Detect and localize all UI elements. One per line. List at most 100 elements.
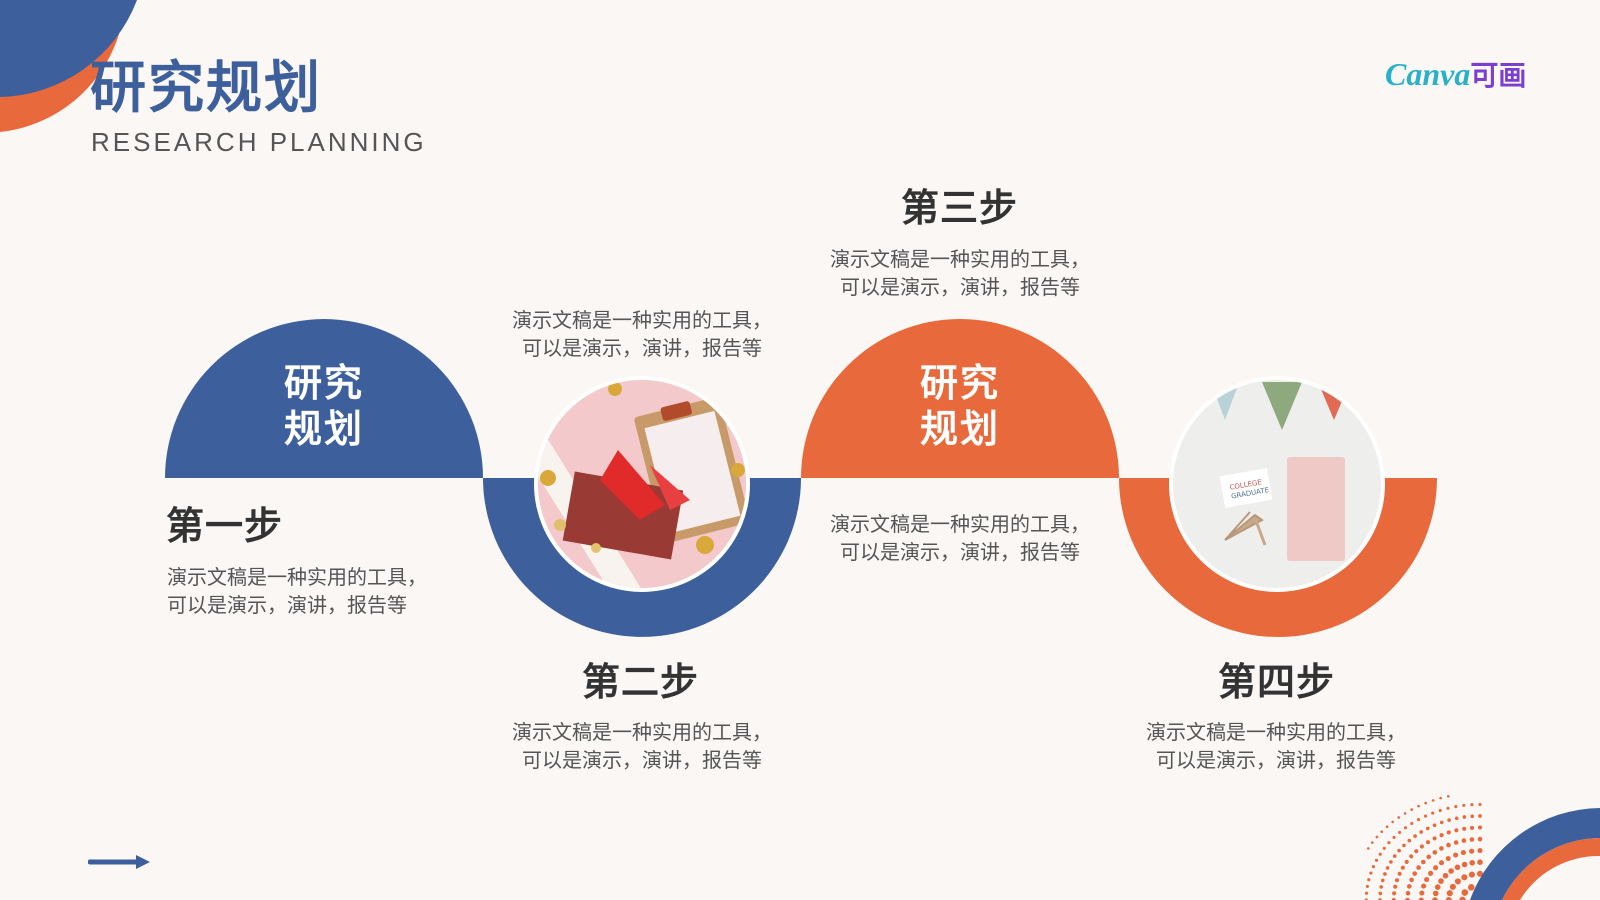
step-2-title: 第二步 (582, 660, 700, 704)
decor-dot (1453, 852, 1459, 858)
decor-dot (1439, 796, 1442, 800)
step-1-desc-line2: 可以是演示，演讲，报告等 (167, 593, 407, 617)
decor-dot (1385, 825, 1389, 829)
step-2-desc-line1: 演示文稿是一种实用的工具， (512, 720, 772, 744)
decor-dot (1365, 884, 1369, 888)
decor-dot (1431, 811, 1435, 815)
decor-dot (1374, 858, 1379, 862)
decor-dot (1382, 846, 1386, 850)
circle-label-2: 研究 规划 (880, 360, 1040, 452)
canva-logo: Canva可画 (1385, 54, 1526, 94)
decor-dot (1397, 848, 1401, 853)
decor-dot (1428, 870, 1434, 876)
decor-dot (1426, 854, 1432, 860)
decor-dot (1398, 830, 1402, 834)
decor-dot (1469, 848, 1475, 854)
circle-label-2-line1: 研究 (919, 361, 1000, 405)
decor-dot (1434, 884, 1441, 890)
step-1-title: 第一步 (166, 504, 284, 548)
decor-dot (1416, 818, 1421, 822)
step-3-desc: 演示文稿是一种实用的工具， 可以是演示，演讲，报告等 (810, 245, 1110, 301)
decor-dot (1378, 852, 1382, 856)
step-4-desc-line1: 演示文稿是一种实用的工具， (1146, 720, 1406, 744)
decor-dot (1389, 860, 1393, 864)
decor-dot (1380, 830, 1384, 834)
decor-dot (1369, 871, 1373, 875)
decor-dot (1407, 838, 1412, 843)
decor-dot (1432, 897, 1438, 900)
decor-dot (1477, 859, 1483, 865)
decor-dot (1454, 805, 1458, 809)
decor-dot (1417, 804, 1420, 808)
decor-dot (1402, 843, 1406, 848)
decor-dot (1406, 884, 1412, 889)
decor-dot (1445, 896, 1452, 900)
decor-dot (1446, 830, 1451, 835)
decor-dot (1461, 889, 1469, 896)
decor-dot (1391, 820, 1395, 824)
decor-dot (1400, 865, 1405, 870)
dot-pattern (1364, 794, 1484, 900)
diploma-clipboard-photo (538, 380, 746, 588)
step-2-desc: 演示文稿是一种实用的工具， 可以是演示，演讲，报告等 (492, 718, 792, 774)
decor-dot (1470, 803, 1474, 807)
circle-label-2-line2: 规划 (919, 407, 1000, 451)
decor-dot (1469, 860, 1475, 866)
decor-dot (1380, 878, 1385, 883)
logo-cjk: 可画 (1470, 59, 1527, 92)
decor-dot (1439, 820, 1444, 825)
orange-circle-desc: 演示文稿是一种实用的工具， 可以是演示，演讲，报告等 (810, 510, 1110, 566)
decor-dot (1432, 823, 1437, 828)
decor-dot (1392, 854, 1397, 858)
circle-label-1-line1: 研究 (283, 361, 364, 405)
decor-dot (1446, 890, 1453, 897)
decor-dot (1446, 842, 1451, 848)
decor-dot (1462, 815, 1467, 819)
half-circle-blue-top (165, 319, 483, 478)
decor-dot (1462, 826, 1467, 831)
decor-dot (1432, 836, 1437, 841)
decor-dot (1405, 890, 1411, 896)
decor-dot (1409, 854, 1414, 859)
arrow-right-icon[interactable] (88, 852, 152, 872)
decor-dot (1419, 830, 1424, 834)
decor-dot (1433, 865, 1439, 871)
step-3-title: 第三步 (901, 186, 1019, 230)
decor-dot (1449, 883, 1456, 890)
decor-dot (1421, 883, 1427, 889)
photo-1-desc: 演示文稿是一种实用的工具， 可以是演示，演讲，报告等 (492, 306, 792, 362)
decor-dot (1385, 866, 1390, 870)
step-4-desc: 演示文稿是一种实用的工具， 可以是演示，演讲，报告等 (1126, 718, 1426, 774)
decor-dot (1438, 808, 1442, 813)
decor-dot (1461, 838, 1467, 843)
step-1-desc: 演示文稿是一种实用的工具， 可以是演示，演讲，报告等 (167, 563, 427, 619)
decor-dot (1468, 871, 1475, 878)
decor-dot (1462, 803, 1466, 807)
decor-dot (1420, 859, 1426, 865)
step-3-desc-line2: 可以是演示，演讲，报告等 (840, 275, 1080, 299)
page-title: 研究规划 (90, 56, 322, 121)
decor-dot (1459, 896, 1466, 900)
step-3-desc-line1: 演示文稿是一种实用的工具， (830, 247, 1090, 271)
decor-dot (1439, 846, 1444, 851)
decor-dot (1438, 878, 1444, 884)
decor-dot (1397, 816, 1401, 819)
decor-dot (1394, 878, 1400, 883)
decor-dot (1414, 849, 1419, 854)
decor-dot (1391, 897, 1396, 900)
decor-dot (1413, 834, 1417, 838)
decor-dot (1370, 841, 1374, 844)
decor-dot (1425, 840, 1431, 845)
decor-dot (1410, 821, 1414, 826)
decor-dot (1423, 814, 1428, 818)
page-subtitle: RESEARCH PLANNING (91, 127, 427, 157)
decor-dot (1454, 878, 1461, 885)
decor-dot (1418, 897, 1424, 900)
decor-dot (1446, 806, 1450, 810)
decor-dot (1405, 897, 1410, 900)
decor-dot (1439, 833, 1444, 838)
half-circle-orange-top (801, 319, 1119, 478)
decor-dot (1460, 850, 1466, 856)
decor-dot (1477, 836, 1483, 842)
